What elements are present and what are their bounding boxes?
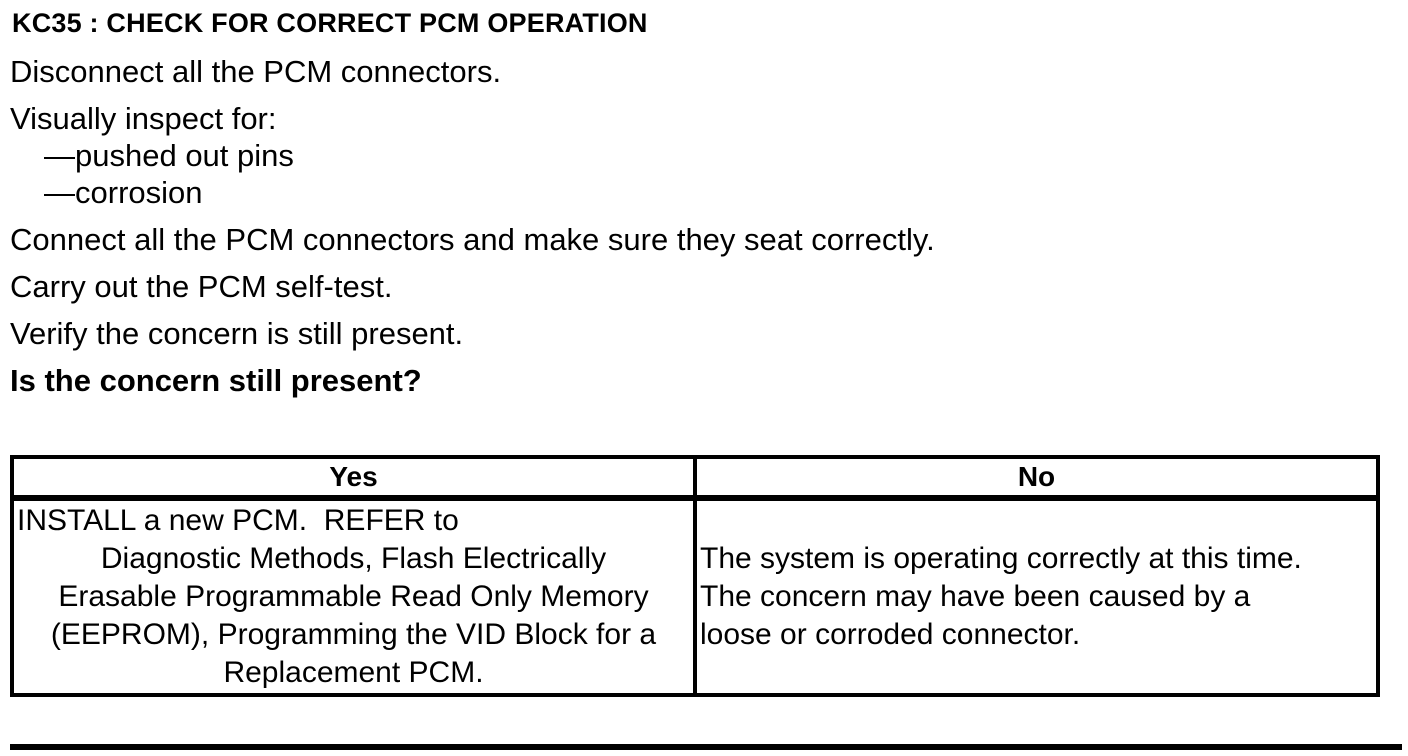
step-verify: Verify the concern is still present.	[10, 316, 464, 351]
yes-action-line: INSTALL a new PCM. REFER to	[17, 504, 459, 537]
inspect-item-pushed-out-pins: —pushed out pins	[44, 138, 294, 173]
decision-table-header: Yes No	[10, 455, 1380, 501]
step-inspect-intro: Visually inspect for:	[10, 101, 277, 136]
step-connect: Connect all the PCM connectors and make …	[10, 222, 935, 257]
inspect-list: —pushed out pins —corrosion	[10, 137, 1408, 211]
yes-action-line: (EEPROM), Programming the VID Block for …	[50, 618, 657, 651]
no-action-line: The system is operating correctly at thi…	[700, 542, 1302, 575]
yes-action-cell: INSTALL a new PCM. REFER to Diagnostic M…	[10, 496, 697, 697]
step-self-test: Carry out the PCM self-test.	[10, 269, 393, 304]
step-disconnect: Disconnect all the PCM connectors.	[10, 54, 502, 89]
yes-action-line: Diagnostic Methods, Flash Electrically	[100, 542, 607, 575]
yes-action-line: Erasable Programmable Read Only Memory	[58, 580, 649, 613]
no-action-cell: The system is operating correctly at thi…	[693, 496, 1380, 697]
procedure-title: KC35 : CHECK FOR CORRECT PCM OPERATION	[12, 8, 648, 38]
yes-column-header: Yes	[10, 455, 697, 501]
decision-table-row: INSTALL a new PCM. REFER to Diagnostic M…	[10, 496, 1380, 697]
inspect-item-corrosion: —corrosion	[44, 175, 203, 210]
decision-table: Yes No INSTALL a new PCM. REFER to Diagn…	[10, 455, 1380, 697]
decision-question: Is the concern still present?	[10, 363, 422, 398]
yes-action-line: Replacement PCM.	[223, 656, 484, 689]
no-column-header: No	[693, 455, 1380, 501]
bottom-divider-rule	[10, 744, 1402, 750]
no-action-line: The concern may have been caused by a	[700, 580, 1251, 613]
no-action-line: loose or corroded connector.	[700, 618, 1081, 651]
